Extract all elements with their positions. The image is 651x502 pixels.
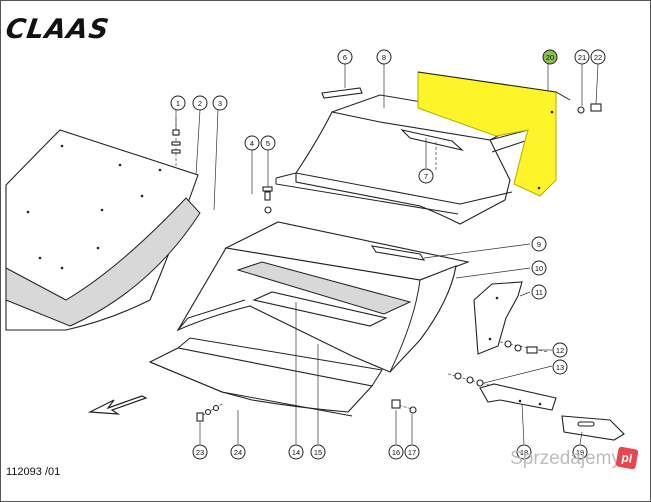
svg-text:16: 16 [392, 448, 400, 457]
callout-21: 21 [574, 49, 590, 65]
callout-23: 23 [192, 444, 208, 460]
svg-text:4: 4 [250, 139, 254, 148]
bolt-4-5 [251, 150, 273, 214]
bolt-23 [196, 403, 223, 422]
callout-19: 19 [572, 444, 588, 460]
callout-14: 14 [288, 444, 304, 460]
svg-text:21: 21 [578, 53, 586, 62]
callout-5: 5 [260, 135, 276, 151]
callout-2: 2 [192, 95, 208, 111]
svg-text:24: 24 [234, 448, 242, 457]
fasteners-12 [499, 340, 549, 354]
upper-chute-body [295, 111, 511, 225]
svg-text:22: 22 [594, 53, 602, 62]
svg-text:8: 8 [382, 53, 386, 62]
callout-9: 9 [531, 236, 547, 252]
svg-text:2: 2 [198, 99, 202, 108]
svg-text:20: 20 [546, 53, 554, 62]
callout-18: 18 [516, 444, 532, 460]
bolt-16-17 [391, 399, 417, 414]
svg-text:3: 3 [218, 99, 222, 108]
fasteners-13 [447, 372, 493, 387]
svg-text:17: 17 [408, 448, 416, 457]
watermark-badge-icon: pl [615, 446, 639, 470]
callout-11: 11 [531, 284, 547, 300]
rubber-strip-14 [236, 261, 412, 327]
svg-text:14: 14 [292, 448, 300, 457]
clip-19 [561, 415, 625, 441]
svg-text:19: 19 [576, 448, 584, 457]
svg-text:15: 15 [314, 448, 322, 457]
callout-22: 22 [590, 49, 606, 65]
svg-text:6: 6 [343, 53, 347, 62]
callout-10: 10 [531, 260, 547, 276]
rubber-flap-assembly [5, 129, 201, 331]
highlighted-deflector-part-20 [417, 71, 571, 197]
callout-12: 12 [552, 342, 568, 358]
svg-text:9: 9 [537, 240, 541, 249]
callout-15: 15 [310, 444, 326, 460]
callout-13: 13 [552, 359, 568, 375]
main-hopper [176, 221, 470, 373]
lower-chute-24 [148, 337, 383, 417]
deflector-plate [417, 71, 557, 197]
drawing-number: 112093 /01 [6, 466, 61, 478]
callout-8: 8 [376, 49, 392, 65]
callout-20-highlighted: 20 [542, 49, 558, 65]
svg-text:23: 23 [196, 448, 204, 457]
svg-text:13: 13 [556, 363, 564, 372]
callout-4: 4 [244, 135, 260, 151]
svg-text:7: 7 [424, 172, 428, 181]
svg-text:5: 5 [266, 139, 270, 148]
leader-lines [175, 64, 583, 445]
callout-24: 24 [230, 444, 246, 460]
lever-part-7 [400, 129, 464, 152]
svg-text:18: 18 [520, 448, 528, 457]
callout-16: 16 [388, 444, 404, 460]
angle-bracket-18 [479, 383, 557, 411]
direction-arrow [87, 395, 148, 415]
screw-1 [171, 118, 181, 168]
svg-text:11: 11 [535, 288, 543, 297]
bracket-11 [473, 281, 523, 355]
callout-17: 17 [404, 444, 420, 460]
bar-part-9 [370, 245, 426, 261]
callout-1: 1 [170, 95, 186, 111]
bolt-22 [590, 63, 602, 112]
rail-6 [321, 64, 363, 99]
callout-3: 3 [212, 95, 228, 111]
svg-text:10: 10 [535, 264, 543, 273]
svg-text:12: 12 [556, 346, 564, 355]
svg-text:1: 1 [176, 99, 180, 108]
callout-7: 7 [418, 168, 434, 184]
flap-rubber-strip [5, 197, 201, 327]
nut-21 [577, 64, 585, 114]
callout-6: 6 [337, 49, 353, 65]
watermark-text: Sprzedajemy [510, 448, 621, 469]
